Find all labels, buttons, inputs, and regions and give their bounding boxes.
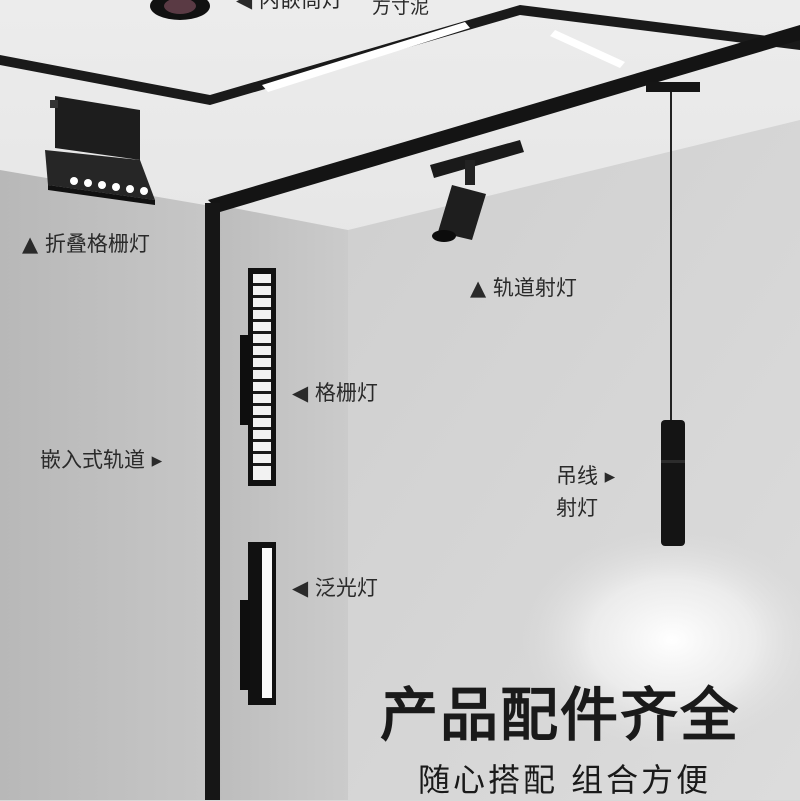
- pendant-light-glow: [522, 530, 800, 750]
- folding-grille-light-icon: [45, 96, 155, 205]
- recessed-downlight-inner: [164, 0, 196, 14]
- label-embedded-track: 嵌入式轨道 ▸: [40, 448, 163, 472]
- label-track-spot: ▲ 轨道射灯: [470, 276, 577, 300]
- track-spotlight-icon: [430, 140, 524, 242]
- left-wall: [0, 170, 205, 800]
- label-folding-grille: ▲ 折叠格栅灯: [22, 232, 150, 256]
- label-pendant-line1: 吊线 ▸: [556, 464, 616, 488]
- ceiling-track-corner: [208, 25, 800, 212]
- label-pendant-line2: 射灯: [556, 496, 598, 520]
- ceiling-track-light-slot-2: [550, 30, 625, 68]
- label-flood: ◀ 泛光灯: [292, 576, 378, 600]
- subline: 随心搭配 组合方便: [418, 761, 712, 799]
- ceiling-track-light-slot: [262, 22, 470, 92]
- middle-wall: [218, 205, 348, 800]
- label-grille: ◀ 格栅灯: [292, 381, 378, 405]
- grille-light-icon: [240, 268, 276, 486]
- flood-light-icon: [240, 542, 276, 705]
- pendant-spotlight-icon: [646, 82, 700, 546]
- embedded-track-vertical: [205, 203, 220, 800]
- headline: 产品配件齐全: [380, 681, 741, 749]
- label-plaster: 方寸泥: [372, 0, 430, 18]
- label-recessed-downlight: ◀ 内嵌筒灯: [236, 0, 343, 12]
